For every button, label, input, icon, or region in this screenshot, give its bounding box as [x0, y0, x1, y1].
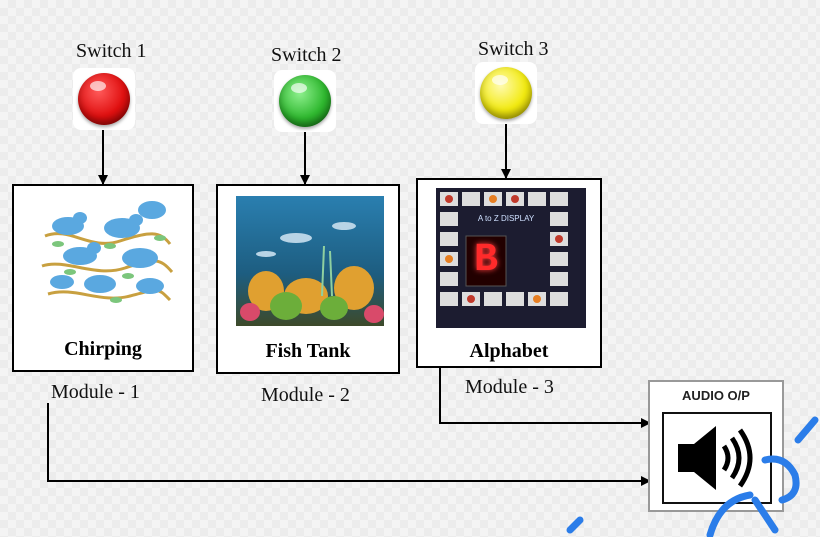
green-switch-icon[interactable] — [279, 75, 331, 127]
chirping-birds-image — [40, 196, 174, 316]
watermark-strokes — [566, 416, 819, 537]
alphabet-board-image: A to Z DISPLAY B — [436, 188, 586, 328]
red-switch-icon[interactable] — [78, 73, 130, 125]
module-2-box[interactable]: Fish Tank — [216, 184, 400, 374]
display-letter: B — [473, 238, 498, 283]
audio-output-box[interactable]: AUDIO O/P — [648, 380, 784, 512]
wire-module3-to-audio — [439, 368, 651, 428]
fish-tank-image — [236, 196, 384, 326]
module-1-title: Chirping — [64, 338, 142, 360]
speaker-icon — [678, 426, 753, 490]
switch-2-label: Switch 2 — [271, 44, 342, 66]
audio-title: AUDIO O/P — [682, 388, 750, 403]
module-2-label: Module - 2 — [261, 384, 350, 406]
wire-module1-to-audio — [47, 403, 651, 486]
module-3-label: Module - 3 — [465, 376, 554, 398]
switch-1-label: Switch 1 — [76, 40, 147, 62]
module-1-label: Module - 1 — [51, 381, 140, 403]
display-banner: A to Z DISPLAY — [477, 214, 535, 223]
switch-3-label: Switch 3 — [478, 38, 549, 60]
module-3-title: Alphabet — [469, 340, 549, 362]
module-3-box[interactable]: A to Z DISPLAY B Alphabet — [416, 178, 602, 368]
module-1-box[interactable]: Chirping — [12, 184, 194, 372]
module-2-title: Fish Tank — [265, 340, 351, 362]
speaker-frame — [662, 412, 772, 504]
yellow-switch-icon[interactable] — [480, 67, 532, 119]
